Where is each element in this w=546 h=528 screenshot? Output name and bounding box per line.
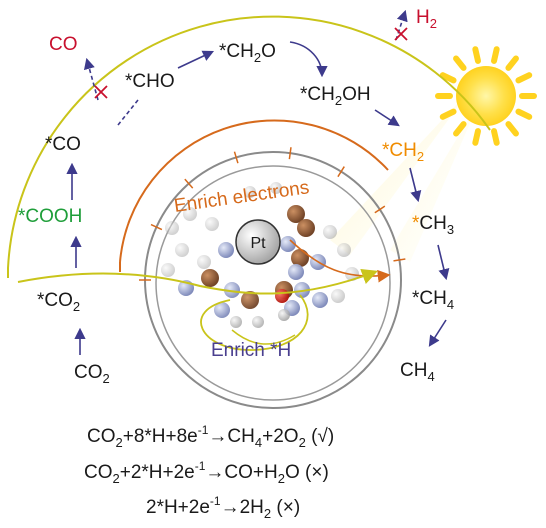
molecule-atom — [331, 289, 345, 303]
species-co-product: CO — [49, 34, 78, 55]
pt-atom-icon — [235, 219, 281, 265]
molecule-atom — [337, 243, 351, 257]
molecule-atom — [294, 282, 310, 298]
molecule-atom — [244, 186, 256, 198]
equation-3: 2*H+2e-1→2H2 (×) — [146, 494, 300, 521]
sun-ray — [505, 55, 519, 71]
sun-ray — [439, 108, 457, 120]
molecule-icon — [161, 182, 359, 328]
molecule-atom — [297, 219, 315, 237]
molecule-atom — [241, 291, 259, 309]
inner-gray-circle — [155, 165, 391, 401]
molecule-atom — [287, 205, 305, 223]
yellow-h-loop — [200, 294, 309, 351]
molecule-atom — [201, 269, 219, 287]
molecule-atom — [197, 255, 211, 269]
sun-ray — [515, 108, 533, 120]
equation-1: CO2+8*H+8e-1→CH4+2O2 (√) — [87, 423, 334, 450]
molecule-atom — [230, 316, 242, 328]
yellow-outer-arc — [7, 15, 491, 269]
sun-ray — [491, 128, 500, 146]
molecule-atom — [175, 243, 189, 257]
molecule-atom — [288, 264, 304, 280]
orange-electron-arc — [119, 119, 389, 263]
enrich-h-label: Enrich *H — [211, 340, 291, 361]
circle-tick — [233, 151, 239, 164]
species-star-co: *CO — [45, 134, 81, 155]
species-cooh: *COOH — [18, 206, 82, 227]
molecule-atom — [224, 282, 240, 298]
molecule-atom — [183, 207, 197, 221]
molecule-atom — [165, 221, 179, 235]
species-h2-product: H2 — [416, 7, 437, 31]
molecule-atom — [218, 242, 234, 258]
species-co2: CO2 — [74, 362, 110, 386]
species-co2-ads: *CO2 — [37, 290, 80, 314]
molecule-atom — [252, 316, 264, 328]
sun-ray — [453, 121, 467, 137]
cross-mark-icon — [94, 27, 408, 99]
sun-ray — [453, 55, 467, 71]
molecule-atom — [161, 263, 175, 277]
circle-tick — [337, 166, 345, 178]
molecule-atom — [270, 182, 282, 194]
molecule-atom — [214, 302, 230, 318]
species-ch2o: *CH2O — [219, 41, 276, 65]
species-ch4-ads: *CH4 — [412, 288, 454, 312]
molecule-atom — [278, 309, 290, 321]
species-cho: *CHO — [125, 71, 175, 92]
sun-icon — [330, 46, 537, 262]
molecule-atom — [280, 236, 296, 252]
sun-ray — [472, 128, 481, 146]
species-ch2oh: *CH2OH — [300, 84, 371, 108]
circle-tick — [393, 258, 406, 262]
molecule-atom — [291, 249, 309, 267]
circle-tick — [184, 178, 194, 189]
species-ch4: CH4 — [400, 360, 435, 384]
molecule-atom — [312, 292, 328, 308]
sun-ray — [472, 46, 481, 64]
species-ch3: *CH3 — [412, 213, 454, 237]
circle-tick — [288, 147, 292, 160]
sun-ray — [505, 121, 519, 137]
sun-ray — [491, 46, 500, 64]
pt-label: Pt — [250, 235, 266, 252]
circle-ticks — [139, 147, 406, 281]
molecule-atom — [205, 217, 219, 231]
equation-2: CO2+2*H+2e-1→CO+H2O (×) — [84, 459, 329, 486]
species-ch2: *CH2 — [382, 140, 424, 164]
molecule-atom — [323, 225, 337, 239]
molecule-atom — [275, 289, 289, 303]
circle-tick — [150, 223, 163, 231]
pathway-arrows — [66, 9, 450, 355]
sun-ray — [439, 72, 457, 84]
yellow-h-flow — [17, 268, 378, 295]
circle-tick — [374, 205, 386, 214]
sun-ray — [515, 72, 533, 84]
